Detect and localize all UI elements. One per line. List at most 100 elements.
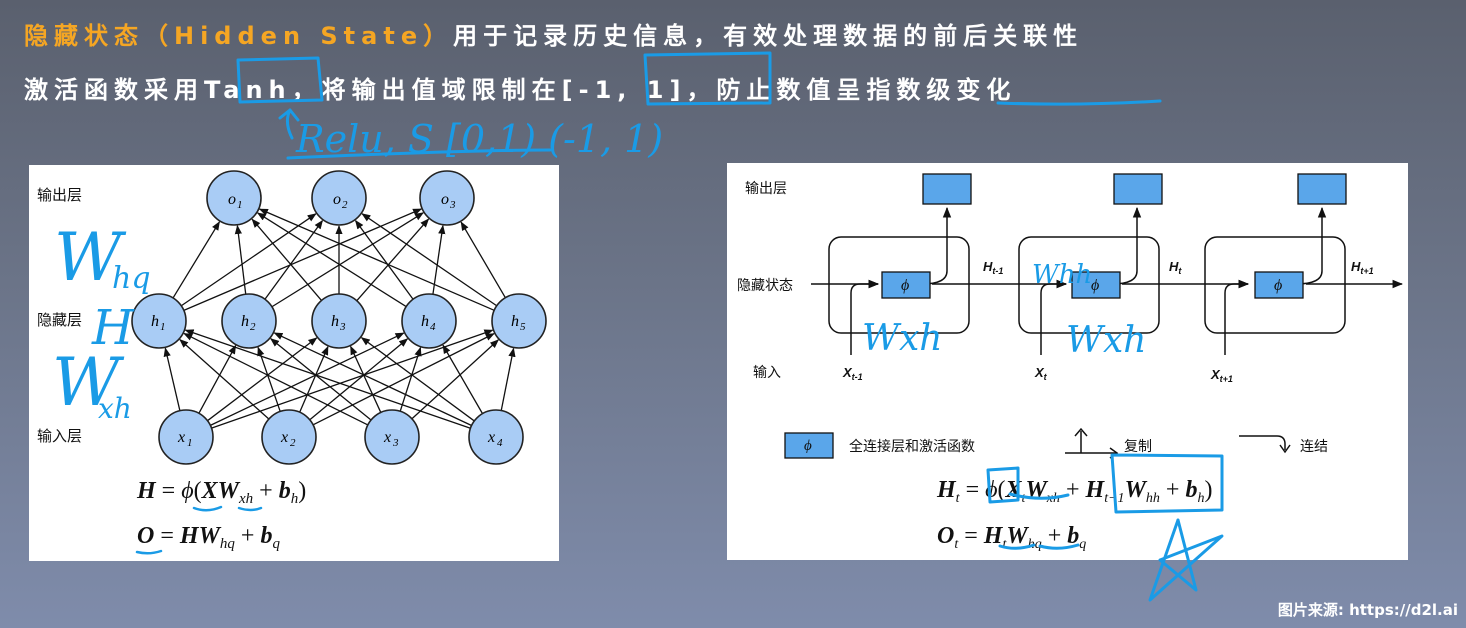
edge-h4-o1 (256, 212, 407, 308)
rnn-formulas: Ht = ϕ(XtWxh + Ht−1Whh + bh) Ot = HtWhq … (936, 477, 1212, 552)
phi-ink-underline (192, 505, 223, 512)
activation-text-3: ，防止数值呈 (686, 76, 867, 104)
phi-label-3: ϕ (1274, 277, 1282, 294)
edge-x3-h5 (411, 339, 499, 420)
svg-text:3: 3 (392, 437, 399, 449)
edge-h5-o1 (258, 208, 495, 311)
rnn-output-box-2 (1113, 173, 1163, 205)
legend-fc-swatch (784, 432, 834, 459)
legend-phi: ϕ (804, 438, 812, 454)
mlp-formulas: H = ϕ(XWxh + bh) O = HWhq + bq (136, 478, 306, 552)
edge-h1-o1 (172, 221, 220, 299)
edge-x2-h5 (312, 333, 495, 426)
edge-x1-h3 (207, 337, 318, 422)
exponential-ink-underline (996, 99, 1162, 106)
edge-h4-o3 (432, 224, 446, 295)
legend-fc-label: 全连接层和激活函数 (849, 438, 975, 454)
edge-x4-h5 (500, 347, 516, 411)
svg-text:4: 4 (430, 321, 436, 333)
edge-h4-o2 (354, 219, 414, 300)
edge-h2-o2 (264, 219, 324, 300)
rnn-diagram-panel: 输出层 隐藏状态 输入 (727, 163, 1408, 560)
edge-h3-o1 (251, 218, 322, 301)
edge-x2-h4 (309, 338, 409, 421)
note-ink-underline (286, 148, 552, 160)
svg-text:h: h (511, 313, 519, 330)
svg-text:o: o (228, 191, 236, 208)
svg-text:h: h (331, 313, 339, 330)
rnn-output-layer-label: 输出层 (745, 180, 787, 196)
mlp-input-layer-label: 输入层 (37, 428, 82, 445)
x-label-t: Xt (1034, 365, 1048, 382)
rnn-cell-1 (828, 236, 970, 334)
edge-x1-h1 (163, 347, 181, 411)
rnn-output-box-3 (1297, 173, 1347, 205)
svg-text:1: 1 (160, 321, 166, 333)
rnn-cell-3 (1204, 236, 1346, 334)
mlp-connections (163, 208, 516, 429)
rnn-cell-2 (1018, 236, 1160, 334)
legend-copy-label: 复制 (1124, 438, 1152, 454)
svg-text:o: o (333, 191, 341, 208)
legend-copy-icon (1065, 431, 1117, 454)
mlp-output-formula: O = HWhq + bq (137, 523, 280, 552)
svg-text:1: 1 (237, 199, 243, 211)
x-ink-underline (237, 506, 263, 512)
edge-h5-o3 (460, 221, 506, 299)
rnn-hidden-state-label: 隐藏状态 (737, 277, 793, 293)
edge-x2-h3 (299, 345, 329, 413)
svg-text:h: h (151, 313, 159, 330)
mlp-hidden-formula: H = ϕ(XWxh + bh) (136, 478, 306, 507)
tanh-ink-arrow (278, 108, 300, 140)
edge-x4-h1 (184, 329, 471, 429)
svg-text:1: 1 (187, 437, 193, 449)
edge-h3-o3 (356, 218, 430, 302)
edge-x2-h2 (257, 346, 281, 412)
svg-text:h: h (241, 313, 249, 330)
rnn-diagram: 输出层 隐藏状态 输入 (737, 173, 1404, 552)
svg-text:3: 3 (449, 199, 456, 211)
mlp-output-layer-label: 输出层 (37, 187, 82, 204)
rnn-phi-box-2 (1071, 271, 1121, 299)
svg-text:x: x (383, 429, 391, 446)
svg-text:h: h (421, 313, 429, 330)
edge-x4-h2 (273, 332, 472, 427)
legend-concat-label: 连结 (1300, 438, 1328, 454)
svg-text:x: x (280, 429, 288, 446)
edge-h5-o2 (361, 213, 498, 307)
edge-x1-h2 (198, 344, 237, 414)
mlp-ink-underlines (135, 505, 263, 555)
h-label-t-plus-1: Ht+1 (1351, 259, 1374, 276)
svg-text:x: x (177, 429, 185, 446)
svg-text:5: 5 (520, 321, 526, 333)
edge-x4-h3 (360, 337, 475, 422)
edge-x3-h4 (399, 346, 422, 412)
rnn-output-box-1 (922, 173, 972, 205)
svg-text:o: o (441, 191, 449, 208)
image-source: 图片来源: https://d2l.ai (1277, 601, 1458, 619)
activation-text-2: ，将输出值域限制在 (291, 76, 562, 104)
phi-label-1: ϕ (901, 277, 909, 294)
legend-concat-icon (1239, 435, 1286, 450)
edge-x3-h3 (350, 345, 382, 413)
handwritten-top-note: Relu, S [0,1) (-1, 1) (295, 117, 663, 161)
exponential-text: 指数级变化 (866, 76, 1017, 104)
x-label-t-plus-1: Xt+1 (1210, 367, 1233, 384)
svg-text:2: 2 (250, 321, 256, 333)
rnn-hidden-formula: Ht = ϕ(XtWxh + Ht−1Whh + bh) (936, 477, 1212, 506)
edge-x1-h4 (210, 332, 405, 426)
edge-x3-h1 (183, 332, 369, 426)
range-text: [-1, 1] (561, 76, 687, 104)
edge-h2-o1 (234, 224, 247, 295)
